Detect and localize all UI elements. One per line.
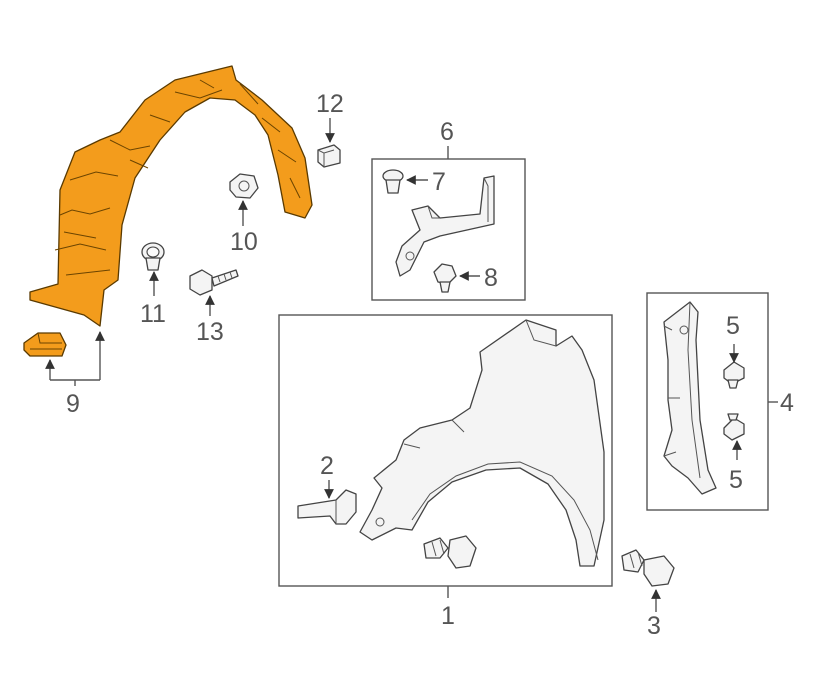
fender-liner-part	[29, 65, 313, 327]
callout-5-lower: 5	[729, 466, 743, 494]
callout-10: 10	[230, 228, 258, 256]
callout-4: 4	[780, 389, 794, 417]
trim-strip-part	[663, 301, 717, 495]
bracket-part	[395, 175, 495, 277]
screw-13	[189, 269, 239, 296]
callout-8: 8	[484, 264, 498, 292]
callout-2: 2	[320, 452, 334, 480]
push-clip-7	[382, 169, 404, 194]
leader-9	[45, 331, 105, 386]
clip-5-upper	[723, 361, 745, 389]
box-1	[278, 314, 613, 587]
bolt-in-box	[423, 535, 477, 569]
callout-9: 9	[66, 390, 80, 418]
callout-7: 7	[432, 168, 446, 196]
callout-11: 11	[140, 300, 166, 328]
callout-1: 1	[441, 602, 455, 630]
clip-8	[433, 263, 457, 293]
clip-5-lower	[723, 413, 745, 441]
bolt-3	[621, 549, 675, 587]
nut-10	[229, 173, 259, 199]
bracket-2	[297, 489, 357, 525]
callout-3: 3	[647, 612, 661, 640]
callout-5-upper: 5	[726, 312, 740, 340]
callout-12: 12	[316, 90, 344, 118]
callout-6: 6	[440, 118, 454, 146]
clip-nut-12	[317, 144, 341, 168]
fender-panel-part	[359, 319, 605, 567]
clip-part	[23, 332, 67, 357]
clip-11	[141, 242, 165, 271]
callout-13: 13	[196, 318, 224, 346]
